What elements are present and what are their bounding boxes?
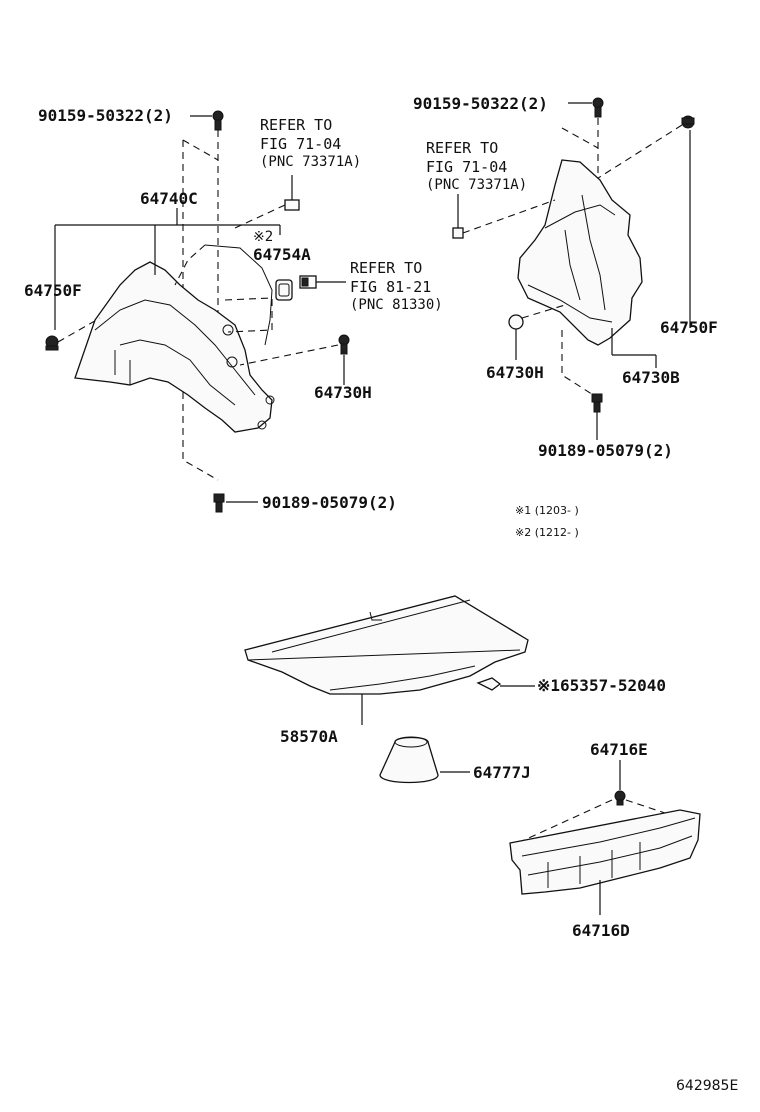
label-refer-right-2: FIG 71-04 (426, 158, 507, 176)
rear-plate-64716d (509, 809, 701, 895)
label-refer-left-3: (PNC 73371A) (260, 154, 361, 170)
label-refer-right-1: REFER TO (426, 139, 498, 157)
label-bolt-right-top: 90159-50322(2) (413, 94, 548, 113)
label-refer-left-2: FIG 71-04 (260, 135, 341, 153)
label-64750f-left: 64750F (24, 281, 82, 300)
label-refer-mid-1: REFER TO (350, 259, 422, 277)
label-64750f-right: 64750F (660, 318, 718, 337)
clip-icon-64716e (614, 790, 626, 806)
label-64730h-left: 64730H (314, 383, 372, 402)
label-note2: ※2 (1212- ) (515, 526, 579, 539)
quarter-trim-panel-left (74, 261, 273, 433)
label-refer-mid-3: (PNC 81330) (350, 297, 443, 313)
label-bolt-left-top: 90159-50322(2) (38, 106, 173, 125)
label-refer-mid-2: FIG 81-21 (350, 278, 431, 296)
label-64716e: 64716E (590, 740, 648, 759)
bolt-icon-left-top (212, 110, 224, 131)
right-quarter-trim-group (452, 97, 695, 440)
clip-icon-right-bottom (591, 393, 603, 413)
label-note1: ※1 (1203- ) (515, 504, 579, 517)
label-64716d: 64716D (572, 921, 630, 940)
clip-icon-fig81 (299, 275, 317, 289)
label-refer-right-3: (PNC 73371A) (426, 177, 527, 193)
label-mark2-left: ※2 (253, 229, 273, 245)
figure-code: 642985E (676, 1078, 738, 1094)
clip-icon-64750f-left (45, 335, 59, 351)
rear-plate-group (509, 760, 701, 915)
label-clip-right-bottom: 90189-05079(2) (538, 441, 673, 460)
spacer-block-group (379, 736, 470, 784)
bolt-icon-right-top (592, 97, 604, 118)
deck-board-58570a (244, 595, 529, 695)
label-64740c: 64740C (140, 189, 198, 208)
label-clip-left-bottom: 90189-05079(2) (262, 493, 397, 512)
clip-icon-refer-left (284, 199, 300, 211)
clip-icon-165357 (476, 677, 502, 691)
clip-icon-64750f-right-top (681, 115, 695, 129)
clip-icon-left-bottom (213, 493, 225, 513)
spacer-block-64777j (379, 736, 439, 784)
label-64754a: 64754A (253, 245, 311, 264)
label-64777j: 64777J (473, 763, 531, 782)
left-quarter-trim-group (45, 110, 350, 513)
cover-icon-64754a (275, 279, 293, 301)
label-64730h-right: 64730H (486, 363, 544, 382)
label-refer-left-1: REFER TO (260, 116, 332, 134)
bolt-icon-64730h-left (338, 334, 350, 355)
label-165357: ※165357-52040 (537, 676, 666, 695)
clip-icon-refer-right (452, 227, 464, 239)
clip-icon-64730h-right (508, 314, 524, 330)
label-64730b: 64730B (622, 368, 680, 387)
deck-board-group (244, 595, 535, 725)
label-58570a: 58570A (280, 727, 338, 746)
quarter-trim-panel-right (517, 159, 643, 346)
